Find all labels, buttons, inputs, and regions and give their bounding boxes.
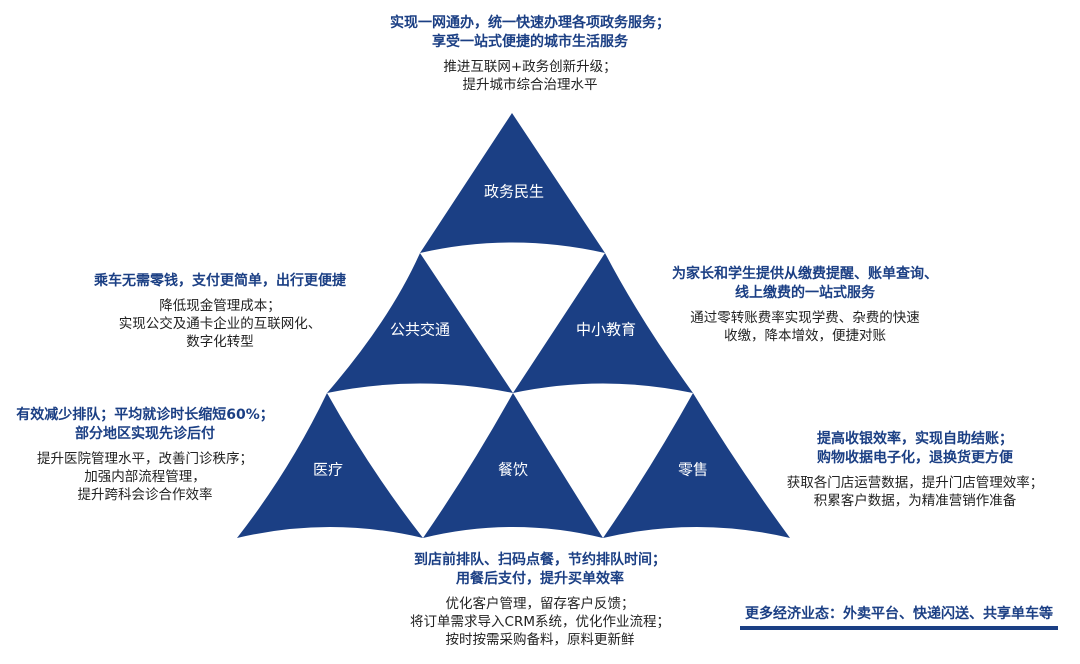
medical-detail-3: 提升跨科会诊合作效率 bbox=[77, 487, 213, 504]
transit-headline-1: 乘车无需零钱，支付更简单，出行更便捷 bbox=[94, 273, 346, 289]
segment-food bbox=[423, 393, 603, 538]
edu-detail-1: 通过零转账费率实现学费、杂费的快速 bbox=[690, 309, 920, 326]
footer-underline bbox=[740, 626, 1058, 630]
retail-headline-2: 购物收据电子化，退换货更方便 bbox=[817, 449, 1013, 466]
food-description: 到店前排队、扫码点餐，节约排队时间； 用餐后支付，提升买单效率 优化客户管理，留… bbox=[330, 551, 750, 649]
medical-headline-1: 有效减少排队；平均就诊时长缩短60%； bbox=[16, 407, 274, 423]
retail-detail-2: 积累客户数据，为精准营销作准备 bbox=[813, 493, 1017, 509]
segment-retail bbox=[603, 393, 790, 538]
segment-transit bbox=[327, 253, 513, 393]
retail-detail-1: 获取各门店运营数据，提升门店管理效率； bbox=[786, 474, 1044, 491]
food-headline-1: 到店前排队、扫码点餐，节约排队时间； bbox=[414, 552, 666, 568]
retail-description: 提高收银效率，实现自助结账； 购物收据电子化，退换货更方便 获取各门店运营数据，… bbox=[760, 430, 1070, 510]
edu-headline-2: 线上缴费的一站式服务 bbox=[735, 284, 875, 301]
transit-detail-2: 实现公交及通卡企业的互联网化、 bbox=[118, 316, 322, 333]
transit-detail-3: 数字化转型 bbox=[186, 334, 254, 351]
medical-description: 有效减少排队；平均就诊时长缩短60%； 部分地区实现先诊后付 提升医院管理水平，… bbox=[0, 406, 290, 504]
segment-edu-label: 中小教育 bbox=[576, 321, 636, 339]
edu-headline-1: 为家长和学生提供从缴费提醒、账单查询、 bbox=[672, 266, 938, 282]
segment-medical bbox=[237, 393, 423, 538]
food-detail-1: 优化客户管理，留存客户反馈； bbox=[445, 595, 635, 612]
medical-headline-2: 部分地区实现先诊后付 bbox=[75, 425, 215, 442]
food-headline-2: 用餐后支付，提升买单效率 bbox=[456, 570, 624, 587]
segment-food-label: 餐饮 bbox=[498, 461, 528, 479]
food-detail-3: 按时按需采购备料，原料更新鲜 bbox=[445, 632, 635, 649]
transit-detail-1: 降低现金管理成本； bbox=[159, 297, 281, 314]
edu-detail-2: 收缴，降本增效，便捷对账 bbox=[724, 328, 886, 344]
gov-description: 实现一网通办，统一快速办理各项政务服务； 享受一站式便捷的城市生活服务 推进互联… bbox=[340, 14, 720, 94]
gov-headline-2: 享受一站式便捷的城市生活服务 bbox=[432, 33, 628, 50]
gov-headline-1: 实现一网通办，统一快速办理各项政务服务； bbox=[390, 15, 670, 31]
segment-transit-label: 公共交通 bbox=[390, 321, 450, 339]
transit-description: 乘车无需零钱，支付更简单，出行更便捷 降低现金管理成本； 实现公交及通卡企业的互… bbox=[60, 272, 380, 352]
medical-detail-1: 提升医院管理水平，改善门诊秩序； bbox=[37, 450, 253, 467]
more-sectors-note: 更多经济业态：外卖平台、快递闪送、共享单车等 bbox=[745, 606, 1053, 622]
gov-detail-1: 推进互联网+政务创新升级； bbox=[443, 58, 617, 75]
segment-edu bbox=[513, 253, 693, 393]
segment-medical-label: 医疗 bbox=[313, 461, 343, 479]
edu-description: 为家长和学生提供从缴费提醒、账单查询、 线上缴费的一站式服务 通过零转账费率实现… bbox=[640, 265, 970, 345]
segment-retail-label: 零售 bbox=[678, 461, 708, 479]
segment-gov-label: 政务民生 bbox=[484, 183, 544, 201]
medical-detail-2: 加强内部流程管理， bbox=[84, 469, 206, 485]
food-detail-2: 将订单需求导入CRM系统，优化作业流程； bbox=[410, 614, 670, 630]
gov-detail-2: 提升城市综合治理水平 bbox=[462, 77, 598, 93]
retail-headline-1: 提高收银效率，实现自助结账； bbox=[817, 431, 1013, 447]
segment-gov bbox=[420, 113, 605, 253]
